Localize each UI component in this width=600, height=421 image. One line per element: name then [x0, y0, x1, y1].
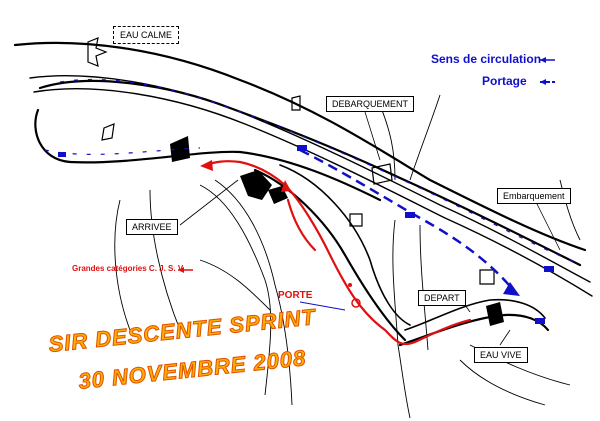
portage-arrowhead [503, 282, 520, 296]
shelter [170, 136, 190, 162]
label-porte: PORTE [278, 290, 313, 301]
race-line-return [286, 198, 317, 252]
label-eau-calme: EAU CALME [113, 26, 180, 44]
label-embarquement: Embarquement [497, 188, 571, 204]
rail-right [33, 88, 593, 297]
gate-marker [351, 298, 361, 308]
whitewater-channel-b [279, 164, 411, 326]
label-debarquement: DEBARQUEMENT [326, 96, 415, 112]
boat-marker [544, 266, 554, 272]
boat-marker [297, 145, 307, 151]
race-line-finish [203, 160, 287, 187]
boat-marker [535, 318, 545, 324]
north-bank [13, 41, 587, 252]
label-arrivee: ARRIVEE [126, 219, 178, 235]
rail-left [29, 75, 591, 283]
bank-arrow [87, 37, 108, 67]
legend-portage: Portage [482, 74, 527, 88]
race-arrowhead [200, 160, 213, 171]
label-depart: DEPART [418, 290, 466, 306]
race-arrowhead [281, 180, 291, 192]
canal-lower-bank [34, 108, 382, 202]
boat-marker [58, 152, 66, 157]
canal-upper-bank [38, 79, 582, 267]
eau-vive-channel [398, 313, 550, 347]
label-eau-vive: EAU VIVE [474, 347, 528, 363]
building-depart [486, 302, 504, 326]
boat-marker [405, 212, 415, 218]
legend-circulation: Sens de circulation [431, 52, 542, 66]
portage-route [299, 148, 516, 293]
legend-categories: Grandes catégories C. J. S. V. [72, 264, 185, 273]
race-line [283, 183, 472, 346]
building-arrivee [240, 170, 272, 200]
